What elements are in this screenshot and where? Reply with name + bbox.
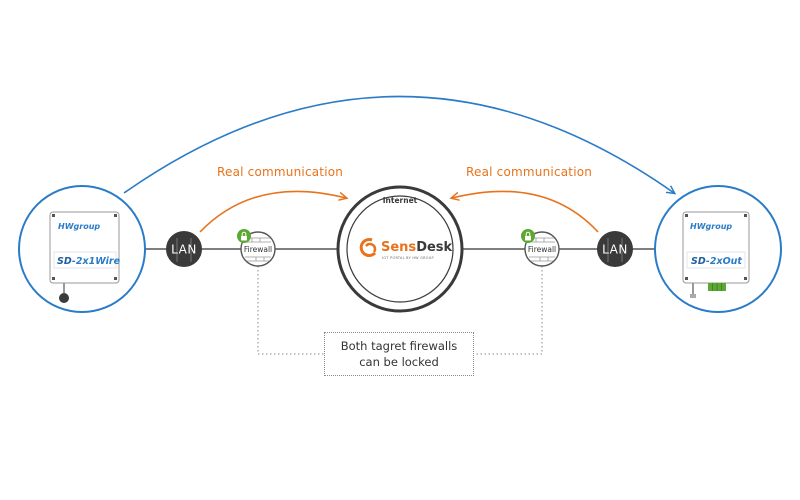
left-firewall-label: Firewall: [244, 245, 272, 254]
left-device-box: HWgroup SD-2x1Wire: [49, 211, 121, 284]
right-terminal-block-icon: [708, 283, 726, 291]
right-lan-node: LAN: [597, 231, 633, 267]
right-lock-icon: [521, 229, 535, 243]
sensdesk-logo-text: SensDesk: [381, 240, 453, 255]
logo-text-dark-part: Desk: [416, 240, 452, 255]
logo-text-full: Sens: [381, 240, 416, 255]
real-communication-label-left: Real communication: [217, 165, 344, 179]
left-sensor-icon: [59, 293, 69, 303]
dotted-connector-right: [474, 266, 543, 355]
firewall-note-box: Both tagret firewalls can be locked: [324, 332, 474, 376]
right-device-box: HWgroup SD-2xOut: [682, 211, 750, 284]
left-lock-icon: [237, 229, 251, 243]
left-model-text: SD-2x1Wire: [57, 256, 121, 267]
sensdesk-logo-icon: [359, 238, 377, 257]
right-lan-label: LAN: [602, 243, 628, 257]
real-communication-arrow-left: [199, 190, 346, 233]
left-device-node: HWgroup SD-2x1Wire: [18, 185, 146, 313]
direct-link-arc: [123, 95, 674, 194]
right-firewall-node: Firewall: [521, 229, 560, 267]
left-brand-text: HWgroup: [58, 222, 100, 231]
left-firewall-node: Firewall: [237, 229, 276, 267]
right-model-text: SD-2xOut: [691, 256, 742, 267]
internet-label: Internet: [383, 196, 418, 205]
left-lan-node: LAN: [166, 231, 202, 267]
note-line-1: Both tagret firewalls: [340, 339, 458, 353]
right-firewall-label: Firewall: [528, 245, 556, 254]
real-communication-label-right: Real communication: [466, 165, 593, 179]
note-line-2: can be locked: [359, 355, 439, 369]
sensdesk-tagline: IOT PORTAL BY HW GROUP: [382, 256, 434, 260]
dotted-connector-left: [257, 266, 324, 355]
real-communication-arrow-right: [452, 190, 599, 233]
right-brand-text: HWgroup: [690, 222, 732, 231]
right-device-node: HWgroup SD-2xOut: [654, 185, 782, 313]
left-lan-label: LAN: [171, 243, 197, 257]
internet-node: Internet SensDesk IOT PORTAL BY HW GROUP: [336, 185, 464, 313]
